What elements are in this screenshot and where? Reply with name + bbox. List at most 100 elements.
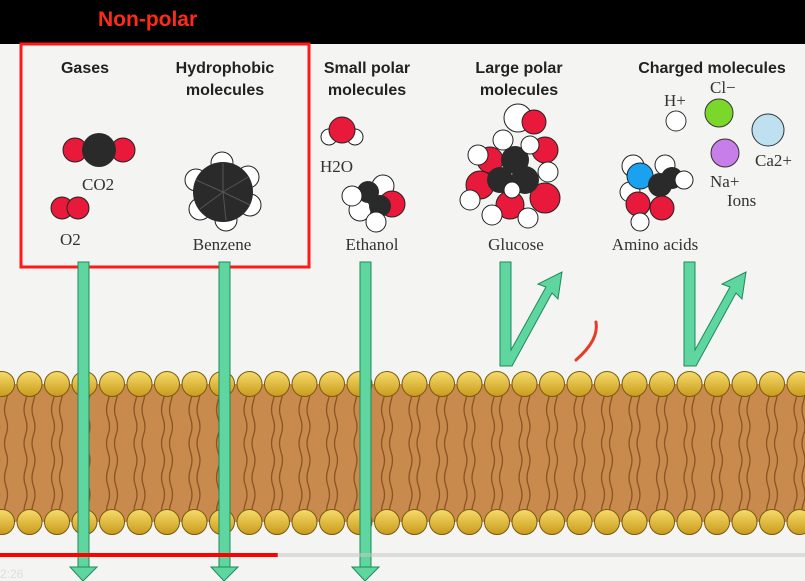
lipid-head bbox=[374, 371, 400, 397]
lipid-tail bbox=[416, 451, 421, 521]
lipid-tail bbox=[333, 451, 339, 521]
lipid-bilayer bbox=[0, 371, 805, 535]
lipid-tail bbox=[278, 451, 284, 521]
lipid-head bbox=[264, 371, 290, 397]
lipid-tail bbox=[160, 451, 166, 521]
lipid-tail bbox=[471, 451, 476, 521]
amino-acids-label: Amino acids bbox=[612, 235, 698, 254]
lipid-head bbox=[126, 371, 153, 397]
lipid-head bbox=[401, 509, 428, 535]
header-large-polar-line2: molecules bbox=[480, 82, 558, 99]
lipid-tail bbox=[408, 451, 413, 521]
lipid-head bbox=[511, 371, 538, 397]
lipid-head bbox=[236, 509, 263, 535]
lipid-tail bbox=[113, 451, 119, 521]
lipid-head bbox=[594, 371, 620, 397]
lipid-head bbox=[676, 371, 703, 397]
lipid-tail bbox=[553, 451, 559, 521]
lipid-tail bbox=[435, 451, 441, 521]
h-plus-label: H+ bbox=[664, 91, 686, 110]
lipid-tail bbox=[600, 451, 606, 521]
non-polar-highlight-box bbox=[19, 42, 311, 269]
lipid-tail bbox=[298, 451, 303, 521]
co2-label-text: CO2 bbox=[82, 175, 114, 194]
lipid-tail bbox=[463, 451, 468, 521]
progress-played bbox=[0, 553, 278, 557]
lipid-tail bbox=[490, 451, 496, 521]
arrow-charged-blocked bbox=[683, 261, 747, 367]
lipid-tail bbox=[196, 451, 201, 521]
header-hydrophobic-line2: molecules bbox=[186, 82, 264, 99]
header-hydrophobic-line1: Hydrophobic bbox=[176, 60, 275, 77]
lipid-tail bbox=[243, 451, 248, 521]
lipid-tail bbox=[23, 451, 28, 521]
lipid-tail bbox=[133, 451, 138, 521]
lipid-head bbox=[786, 371, 805, 397]
lipid-head bbox=[539, 509, 565, 535]
lipid-tail bbox=[58, 451, 64, 521]
amino-acid-molecule bbox=[619, 154, 694, 232]
lipid-tail bbox=[141, 451, 146, 521]
calcium-ion bbox=[751, 113, 785, 147]
lipid-head bbox=[621, 371, 648, 397]
video-progress-bar[interactable] bbox=[0, 553, 805, 557]
cl-minus-label: Cl− bbox=[710, 78, 736, 97]
lipid-tail bbox=[718, 451, 724, 521]
lipid-head bbox=[566, 509, 593, 535]
lipid-tail bbox=[188, 451, 193, 521]
water-molecule bbox=[320, 116, 364, 146]
lipid-head bbox=[759, 371, 785, 397]
lipid-head bbox=[594, 509, 620, 535]
non-polar-heading: Non-polar bbox=[98, 8, 197, 31]
lipid-tail bbox=[380, 451, 386, 521]
lipid-head bbox=[16, 371, 43, 397]
video-time: 2:26 bbox=[0, 567, 24, 581]
lipid-tail bbox=[738, 451, 743, 521]
lipid-head bbox=[649, 509, 675, 535]
progress-track bbox=[0, 553, 805, 557]
header-small-polar-line1: Small polar bbox=[324, 60, 410, 77]
lipid-tail bbox=[655, 451, 661, 521]
lipid-head bbox=[44, 371, 70, 397]
lipid-head bbox=[649, 371, 675, 397]
benzene-label: Benzene bbox=[193, 235, 252, 254]
h2o-label: H2O bbox=[320, 157, 353, 176]
lipid-head bbox=[429, 371, 455, 397]
lipid-tail bbox=[691, 451, 696, 521]
lipid-head bbox=[731, 371, 758, 397]
lipid-head bbox=[621, 509, 648, 535]
lipid-head bbox=[16, 509, 43, 535]
lipid-head bbox=[44, 509, 70, 535]
ethanol-label: Ethanol bbox=[346, 235, 399, 254]
lipid-head bbox=[236, 371, 263, 397]
header-small-polar-line2: molecules bbox=[328, 82, 406, 99]
lipid-tail bbox=[168, 451, 174, 521]
lipid-head bbox=[676, 509, 703, 535]
lipid-tail bbox=[581, 451, 586, 521]
arrow-large-polar-blocked bbox=[499, 261, 563, 367]
lipid-tail bbox=[765, 451, 771, 521]
lipid-head bbox=[484, 371, 510, 397]
lipid-head bbox=[786, 509, 805, 535]
ca2-plus-label: Ca2+ bbox=[755, 151, 792, 170]
lipid-head bbox=[99, 509, 125, 535]
lipid-tail bbox=[50, 451, 56, 521]
lipid-head bbox=[429, 509, 455, 535]
lipid-tail bbox=[608, 451, 614, 521]
lipid-tail bbox=[251, 451, 256, 521]
h-plus-ion bbox=[665, 110, 687, 132]
lipid-head bbox=[0, 509, 15, 535]
header-large-polar-line1: Large polar bbox=[475, 60, 562, 77]
co2-molecule bbox=[62, 133, 136, 167]
lipid-tail bbox=[105, 451, 111, 521]
glucose-molecule bbox=[459, 103, 561, 229]
lipid-heads-top bbox=[0, 371, 805, 397]
lipid-head bbox=[374, 509, 400, 535]
lipid-head bbox=[456, 371, 483, 397]
lipid-head bbox=[291, 509, 318, 535]
o2-label: O2 bbox=[60, 230, 81, 249]
ethanol-molecule bbox=[341, 174, 406, 233]
lipid-head bbox=[704, 509, 730, 535]
lipid-tail bbox=[443, 451, 449, 521]
